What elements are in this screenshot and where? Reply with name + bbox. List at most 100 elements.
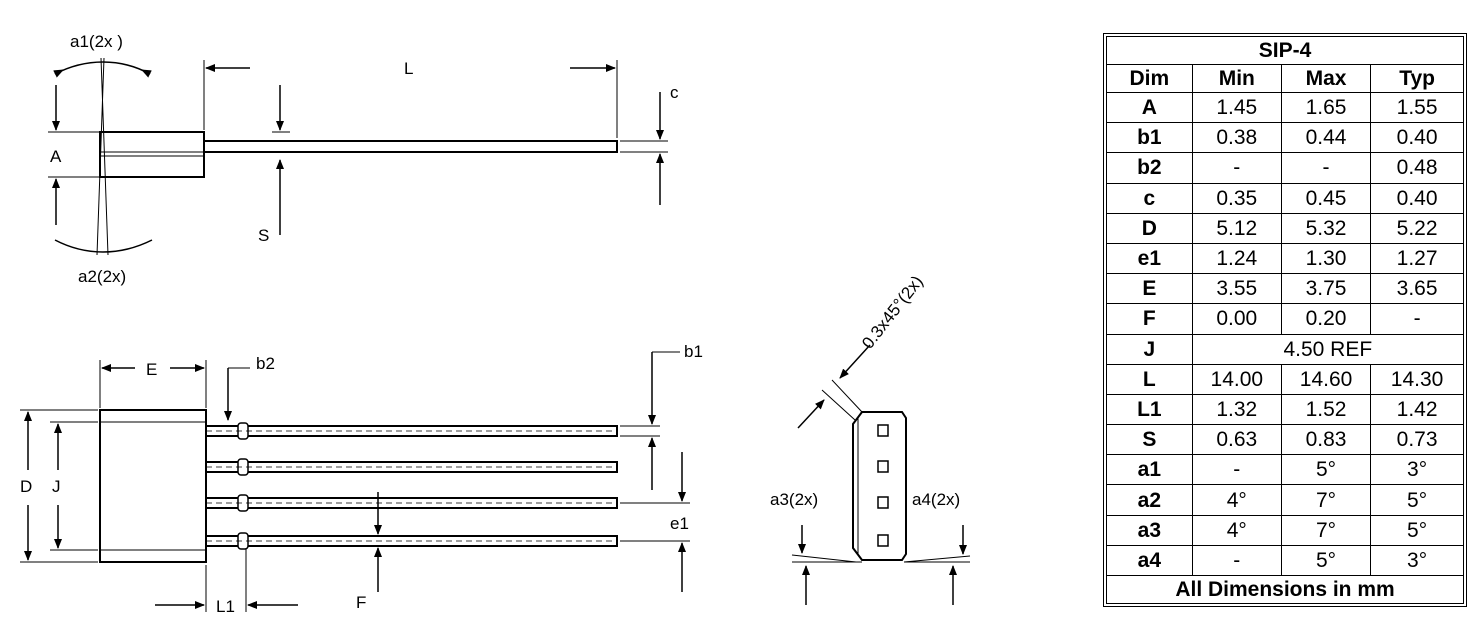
package-outline-drawing: a1(2x ) a2(2x) L c A S bbox=[20, 32, 971, 616]
dim-name-cell: E bbox=[1106, 273, 1193, 305]
dim-value-cell: 0.44 bbox=[1280, 122, 1372, 154]
dim-value-cell: 1.55 bbox=[1370, 91, 1464, 124]
dim-value-cell: 0.35 bbox=[1191, 182, 1282, 214]
header-max: Max bbox=[1280, 64, 1372, 93]
dim-name-cell: b1 bbox=[1106, 122, 1193, 154]
table-row: b2--0.48 bbox=[1106, 152, 1464, 184]
dim-value-cell: 0.38 bbox=[1191, 122, 1282, 154]
dim-name-cell: S bbox=[1106, 424, 1193, 456]
table-footer: All Dimensions in mm bbox=[1106, 575, 1464, 604]
dim-value-cell: 1.42 bbox=[1370, 393, 1464, 426]
dim-value-cell: 14.30 bbox=[1370, 363, 1464, 395]
side-view-body bbox=[99, 131, 205, 178]
dim-value-cell: 3° bbox=[1370, 544, 1464, 577]
front-view-body bbox=[99, 409, 207, 563]
label-e1: e1 bbox=[670, 514, 689, 533]
dim-value-cell: 7° bbox=[1280, 484, 1372, 516]
dim-value-cell: 5° bbox=[1280, 544, 1372, 577]
label-D: D bbox=[20, 477, 32, 496]
dim-value-cell: 1.24 bbox=[1191, 242, 1282, 275]
dim-value-cell: 0.40 bbox=[1370, 122, 1464, 154]
label-b1: b1 bbox=[684, 342, 703, 361]
end-view-body bbox=[852, 411, 907, 561]
end-view bbox=[791, 344, 971, 605]
dim-name-cell: b2 bbox=[1106, 152, 1193, 184]
dim-name-cell: L bbox=[1106, 363, 1193, 395]
dim-value-cell: 1.65 bbox=[1280, 91, 1372, 124]
dim-value-cell: 0.45 bbox=[1280, 182, 1372, 214]
label-a1: a1(2x ) bbox=[70, 32, 123, 51]
dim-name-cell: e1 bbox=[1106, 242, 1193, 275]
dim-value-cell: 14.60 bbox=[1280, 363, 1372, 395]
dim-value-cell: 4.50 REF bbox=[1191, 333, 1465, 365]
label-L: L bbox=[404, 59, 413, 78]
dim-name-cell: J bbox=[1106, 333, 1193, 365]
header-min: Min bbox=[1191, 64, 1282, 93]
label-J: J bbox=[52, 477, 61, 496]
dim-value-cell: 0.48 bbox=[1370, 152, 1464, 184]
label-c: c bbox=[670, 83, 679, 102]
dim-name-cell: a1 bbox=[1106, 454, 1193, 486]
dim-value-cell: 5.22 bbox=[1370, 212, 1464, 244]
dim-value-cell: 4° bbox=[1191, 484, 1282, 516]
label-S: S bbox=[258, 226, 269, 245]
dim-name-cell: L1 bbox=[1106, 393, 1193, 426]
label-F: F bbox=[356, 593, 366, 612]
table-row: a4-5°3° bbox=[1106, 544, 1464, 577]
label-a3: a3(2x) bbox=[770, 490, 818, 509]
side-view-lead bbox=[203, 140, 618, 153]
label-L1: L1 bbox=[216, 597, 235, 616]
front-view bbox=[20, 351, 690, 612]
table-footer-row: All Dimensions in mm bbox=[1106, 575, 1464, 604]
table-header-row: Dim Min Max Typ bbox=[1106, 64, 1464, 93]
label-b2: b2 bbox=[256, 354, 275, 373]
header-typ: Typ bbox=[1370, 64, 1464, 93]
label-E: E bbox=[146, 360, 157, 379]
label-A: A bbox=[50, 147, 62, 166]
dim-value-cell: 0.20 bbox=[1280, 303, 1372, 335]
dim-value-cell: - bbox=[1280, 152, 1372, 184]
dim-value-cell: 1.45 bbox=[1191, 91, 1282, 124]
table-title-row: SIP-4 bbox=[1106, 36, 1464, 65]
dim-value-cell: 0.00 bbox=[1191, 303, 1282, 335]
dim-value-cell: 5° bbox=[1280, 454, 1372, 486]
table-title: SIP-4 bbox=[1106, 36, 1464, 65]
dim-value-cell: 7° bbox=[1280, 514, 1372, 546]
dim-value-cell: 3° bbox=[1370, 454, 1464, 486]
dim-value-cell: - bbox=[1191, 152, 1282, 184]
dim-value-cell: 3.75 bbox=[1280, 273, 1372, 305]
dim-name-cell: F bbox=[1106, 303, 1193, 335]
dim-name-cell: D bbox=[1106, 212, 1193, 244]
dim-value-cell: 5° bbox=[1370, 514, 1464, 546]
dim-name-cell: a4 bbox=[1106, 544, 1193, 577]
dim-value-cell: 3.65 bbox=[1370, 273, 1464, 305]
label-a4: a4(2x) bbox=[912, 490, 960, 509]
dim-value-cell: 1.52 bbox=[1280, 393, 1372, 426]
dim-value-cell: 4° bbox=[1191, 514, 1282, 546]
dim-value-cell: 5° bbox=[1370, 484, 1464, 516]
label-chamfer: 0.3x45°(2x) bbox=[858, 272, 927, 352]
dim-value-cell: 1.30 bbox=[1280, 242, 1372, 275]
dim-name-cell: A bbox=[1106, 91, 1193, 124]
table-row: a1-5°3° bbox=[1106, 454, 1464, 486]
header-dim: Dim bbox=[1106, 64, 1193, 93]
dim-value-cell: 5.32 bbox=[1280, 212, 1372, 244]
dim-value-cell: 0.73 bbox=[1370, 424, 1464, 456]
dim-value-cell: 3.55 bbox=[1191, 273, 1282, 305]
dim-name-cell: a3 bbox=[1106, 514, 1193, 546]
dim-value-cell: - bbox=[1191, 454, 1282, 486]
label-a2: a2(2x) bbox=[78, 267, 126, 286]
